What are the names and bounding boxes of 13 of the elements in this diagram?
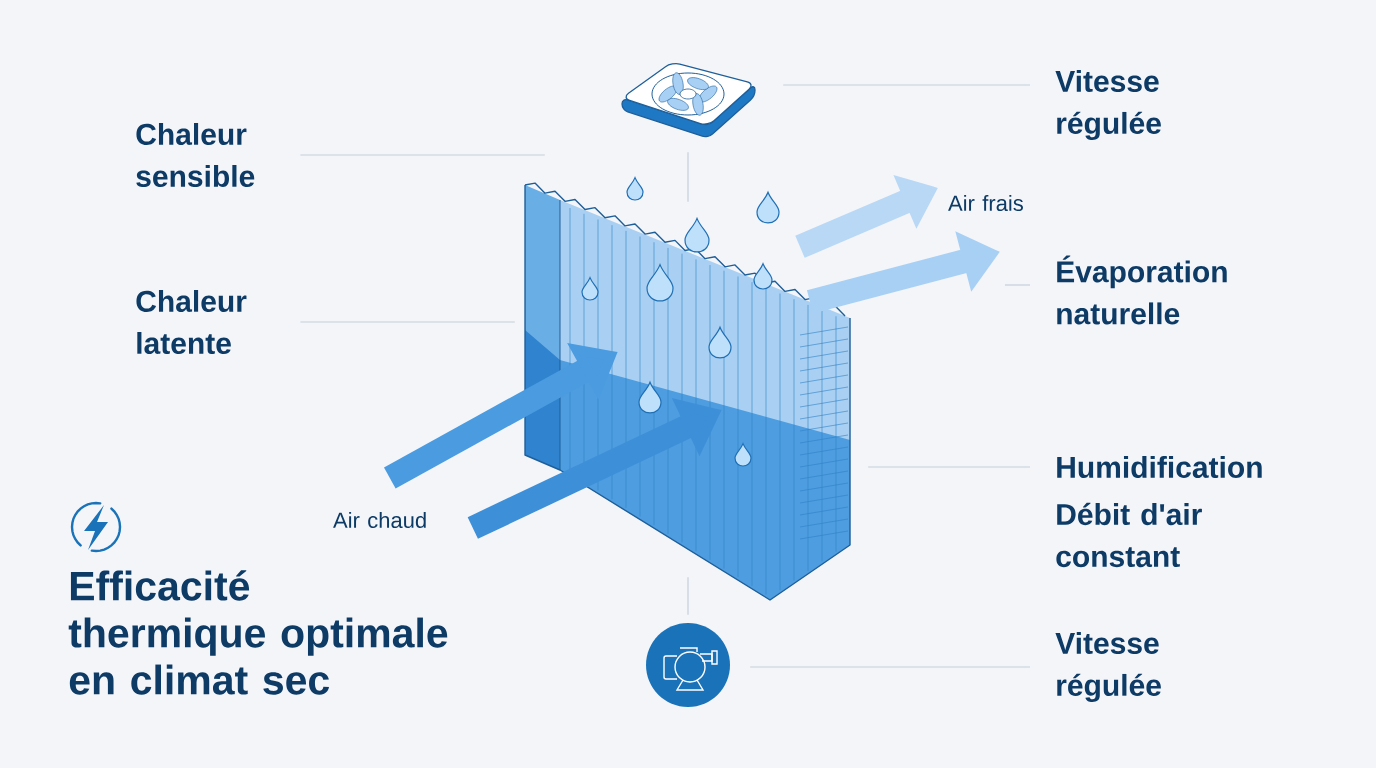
callout-label: Chaleur sensible — [136, 123, 255, 187]
callout-label: Évaporation naturelle — [1057, 255, 1227, 325]
callout-label: Vitesse régulée — [1055, 631, 1161, 703]
callout-label: Humidification — [1057, 456, 1262, 478]
callout-label: Chaleur latente — [136, 290, 247, 354]
cooling-pad-drawing — [524, 182, 851, 601]
callout-label: Vitesse régulée — [1055, 69, 1161, 141]
callout-label: Débit d'air constant — [1056, 502, 1202, 568]
title: Efficacité thermique optimale en climat sec — [68, 570, 448, 695]
pump-icon — [646, 623, 730, 707]
airflow-label: Air chaud — [333, 511, 426, 529]
fan-drawing — [621, 62, 756, 138]
airflow-label: Air frais — [948, 194, 1023, 212]
